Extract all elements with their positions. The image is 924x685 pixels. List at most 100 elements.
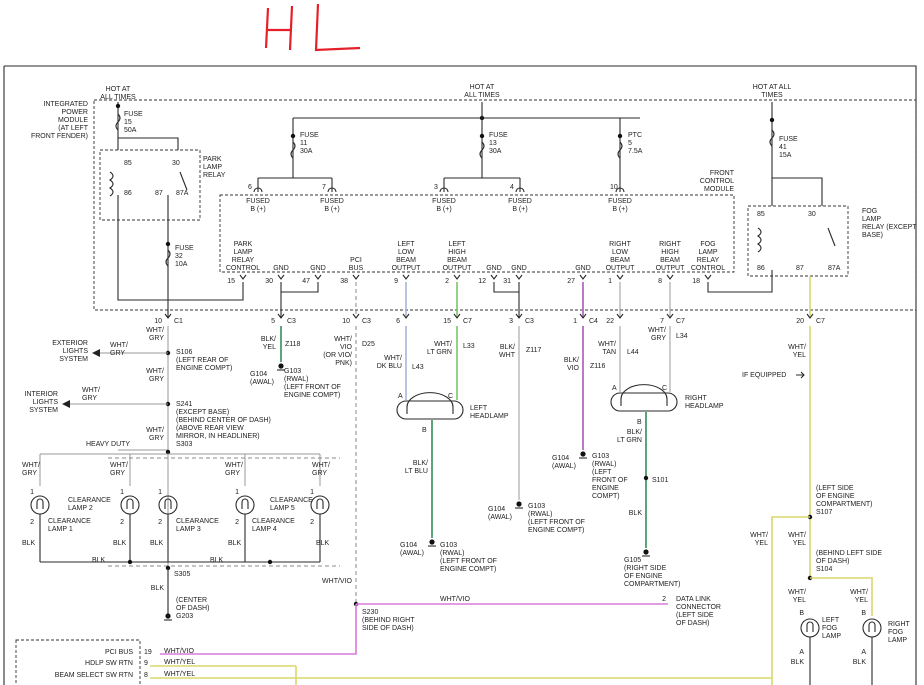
splice-dot: [643, 475, 649, 481]
splice-label: (LEFT REAR OF: [176, 357, 228, 364]
dlc-label: DATA LINK: [676, 596, 711, 603]
page-frame: [4, 65, 917, 685]
ground-label: (AWAL): [400, 550, 424, 557]
module-pin-label: LOW: [612, 249, 628, 256]
wire-label: WHT/: [225, 462, 243, 469]
dlc-label: CONNECTOR: [676, 604, 721, 611]
wire-label: WHT/: [110, 342, 128, 349]
ground-label: (LEFT FRONT OF: [284, 384, 341, 391]
connector-chevron: [453, 313, 461, 319]
connector-chevron: [314, 274, 322, 280]
wire-label: BLK/: [500, 344, 515, 351]
pin-label: A: [398, 393, 403, 400]
module-pin-label: BEAM: [447, 257, 467, 264]
wire-label: BLK/: [261, 336, 276, 343]
pin-label: 2: [30, 519, 34, 526]
wire-label: GRY: [312, 470, 327, 477]
wire-label: LT GRN: [427, 349, 452, 356]
pin-label: 10: [610, 184, 618, 191]
lamp-label: CLEARANCE: [48, 518, 91, 525]
ground-symbol: [429, 539, 435, 545]
pin-label: 1: [158, 489, 162, 496]
module-pin-label: HDLP SW RTN: [85, 660, 133, 667]
pin-label: 1: [573, 318, 577, 325]
pin-label: 85: [124, 160, 132, 167]
module-pin-label: GND: [575, 265, 591, 272]
splice-dot: [165, 449, 171, 455]
ground-label: G103: [592, 453, 609, 460]
connector-label: C7: [816, 318, 825, 325]
fuse-symbol: [617, 141, 623, 159]
fused-label: FUSED: [508, 198, 532, 205]
connector-chevron: [402, 313, 410, 319]
connector-chevron: [164, 313, 172, 319]
ground-label: ENGINE: [592, 485, 619, 492]
wire: [810, 577, 873, 616]
wire-label: BLK: [629, 510, 643, 517]
ground-label: (LEFT: [592, 469, 612, 476]
wire-label: WHT/: [788, 344, 806, 351]
arrow-icon: [62, 400, 70, 408]
wire-label: VIO: [567, 365, 580, 372]
pci-bus-wire: [160, 604, 357, 655]
module-pin-label: RELAY: [232, 257, 255, 264]
wire-label: BLK: [22, 540, 36, 547]
connector-cap: [327, 187, 337, 193]
fuse-label: FUSE: [175, 245, 194, 252]
wire-label: WHT/: [110, 462, 128, 469]
splice-label: MIRROR, IN HEADLINER): [176, 433, 260, 440]
splice-label: (ABOVE REAR VIEW: [176, 425, 244, 432]
connector-label: C7: [676, 318, 685, 325]
module-pin-label: LAMP: [233, 249, 252, 256]
fuse-label: 30A: [489, 148, 502, 155]
ground-label: OF DASH): [176, 605, 209, 612]
fuse-label: FUSE: [300, 132, 319, 139]
ipm-label: MODULE: [58, 117, 88, 124]
relay-label: LAMP: [862, 216, 881, 223]
lamp-label: HEADLAMP: [685, 403, 724, 410]
system-label: INTERIOR: [25, 391, 58, 398]
pin-label: 30: [172, 160, 180, 167]
module-pin-label: CONTROL: [226, 265, 260, 272]
right-headlamp-icon: [610, 392, 678, 412]
connector-chevron: [402, 274, 410, 280]
pin-label: 10: [154, 318, 162, 325]
splice-dot: [290, 133, 296, 139]
pin-label: 8: [658, 278, 662, 285]
wire-label: GRY: [149, 435, 164, 442]
wire-label: GRY: [110, 470, 125, 477]
ground-label: G104: [552, 455, 569, 462]
splice-label: S241: [176, 401, 192, 408]
module-pin-label: HIGH: [448, 249, 466, 256]
pin-label: 30: [808, 211, 816, 218]
splice-label: S303: [176, 441, 192, 448]
system-label: IF EQUIPPED: [742, 372, 786, 379]
hot-label: ALL TIMES: [464, 92, 500, 99]
wire-id-label: L43: [412, 364, 424, 371]
module-pin-label: OUTPUT: [392, 265, 422, 272]
wire-label: WHT/VIO: [164, 648, 194, 655]
lamp-label: LAMP 5: [270, 505, 295, 512]
connector-cap: [615, 187, 625, 193]
pin-label: B: [799, 610, 804, 617]
pin-label: 6: [396, 318, 400, 325]
ground-symbol: [278, 363, 284, 369]
ipm-label: FRONT FENDER): [31, 133, 88, 140]
wire-label: YEL: [755, 540, 768, 547]
relay-coil-icon: [109, 171, 114, 197]
ipm-label: INTEGRATED: [43, 101, 88, 108]
wire-label: GRY: [110, 350, 125, 357]
pin-label: 86: [757, 265, 765, 272]
splice-label: OF ENGINE: [816, 493, 855, 500]
lamp-label: FOG: [822, 625, 837, 632]
system-label: LIGHTS: [33, 399, 59, 406]
pin-label: B: [422, 427, 427, 434]
pin-label: 1: [608, 278, 612, 285]
wire-label: (OR VIO/: [323, 352, 352, 359]
wire-label: WHT/: [384, 355, 402, 362]
pin-label: C: [662, 385, 667, 392]
headlamp-filament-icon: [406, 392, 454, 414]
ground-label: (AWAL): [488, 514, 512, 521]
pin-label: A: [799, 649, 804, 656]
